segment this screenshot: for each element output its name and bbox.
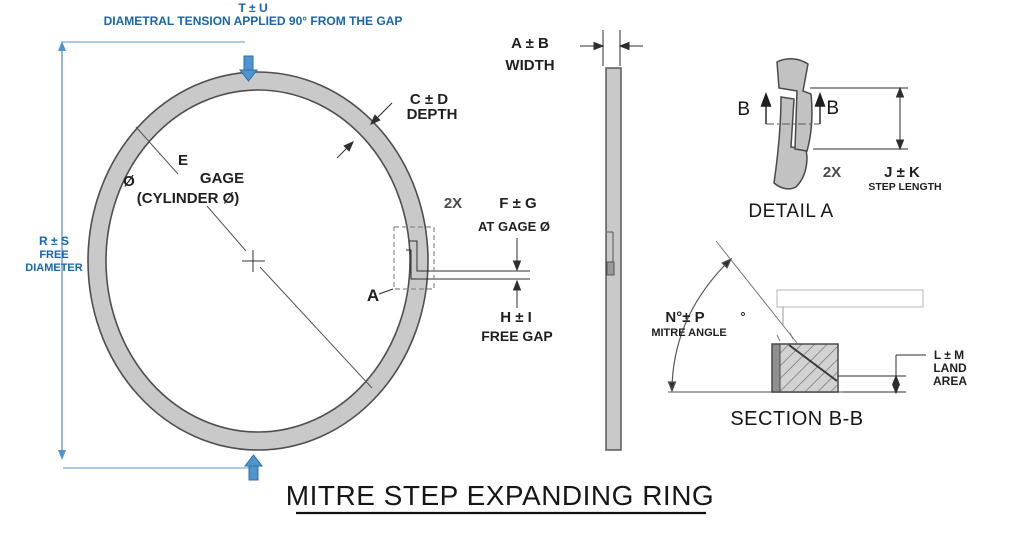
free-diameter-value-label: R ± S <box>39 234 69 248</box>
ring-side-view <box>580 30 643 451</box>
section-block-outline <box>771 343 839 393</box>
section-hatch <box>780 344 838 392</box>
center-mark <box>242 250 265 272</box>
free-diameter-word2-label: DIAMETER <box>25 262 83 274</box>
at-gage-word-label: AT GAGE Ø <box>478 219 550 234</box>
step-length-value-label: J ± K <box>884 164 920 181</box>
depth-word-label: DEPTH <box>407 106 458 123</box>
tick-mark <box>789 332 794 340</box>
detail-a-callout-box <box>393 226 435 290</box>
ring-step-gap <box>406 240 530 280</box>
diameter-symbol: Ø <box>123 173 135 190</box>
gage-word-label: GAGE <box>200 170 244 187</box>
tension-value-label: T ± U <box>238 1 267 15</box>
step-length-word-label: STEP LENGTH <box>868 181 941 193</box>
land-area-value-label: L ± M <box>934 348 964 362</box>
section-bb-caption: SECTION B-B <box>730 408 863 430</box>
detail-callout-label: A <box>367 286 379 305</box>
mitre-angle-arc <box>667 257 733 393</box>
area-word-label: AREA <box>933 374 967 388</box>
width-value-label: A ± B <box>511 35 549 52</box>
free-diameter-dimension <box>58 41 258 469</box>
tension-arrow-top <box>238 55 259 82</box>
section-land-strip <box>771 343 781 393</box>
at-gage-value-label: F ± G <box>499 195 536 212</box>
detail-a-view <box>760 58 908 190</box>
free-gap-word-label: FREE GAP <box>481 328 553 344</box>
degree-symbol: ° <box>740 309 745 324</box>
gage-gap-dimension-arrows <box>512 238 522 308</box>
tension-description-label: DIAMETRAL TENSION APPLIED 90° FROM THE G… <box>104 14 403 28</box>
ring-end-lower <box>773 96 808 190</box>
side-view-step-joint <box>606 231 615 276</box>
drawing-title: MITRE STEP EXPANDING RING <box>286 480 714 511</box>
gage-diameter-line <box>135 126 373 389</box>
section-arrow-b-left <box>760 92 772 124</box>
free-diameter-word1-label: FREE <box>39 249 68 261</box>
mitre-angle-word-label: MITRE ANGLE <box>651 327 726 339</box>
depth-value-label: C ± D <box>410 91 448 108</box>
section-bb-view <box>667 240 926 395</box>
depth-dimension-arrows <box>336 102 393 159</box>
land-word-label: LAND <box>933 361 967 375</box>
ring-end-upper <box>776 58 813 152</box>
ring-front-view <box>87 71 530 451</box>
detail-a-leader <box>378 288 394 295</box>
tension-arrow-bottom <box>243 454 264 481</box>
gap-qty-label: 2X <box>444 195 462 212</box>
tick-mark <box>776 334 781 342</box>
mitre-line <box>788 344 838 382</box>
section-b-left-label: B <box>737 99 750 120</box>
land-area-dimension <box>838 354 926 395</box>
free-gap-value-label: H ± I <box>500 309 532 326</box>
section-b-right-label: B <box>826 98 839 119</box>
cylinder-dia-label: (CYLINDER Ø) <box>137 190 240 207</box>
gage-point-label: E <box>178 152 188 169</box>
width-word-label: WIDTH <box>505 57 554 74</box>
step-length-dimension <box>810 86 908 151</box>
detail-a-caption: DETAIL A <box>748 201 833 222</box>
detail-qty-label: 2X <box>823 164 841 181</box>
mitre-angle-value-label: N°± P <box>665 309 704 326</box>
width-dimension <box>580 30 643 66</box>
empty-note-box <box>776 289 924 308</box>
section-arrow-b-right <box>814 92 826 124</box>
